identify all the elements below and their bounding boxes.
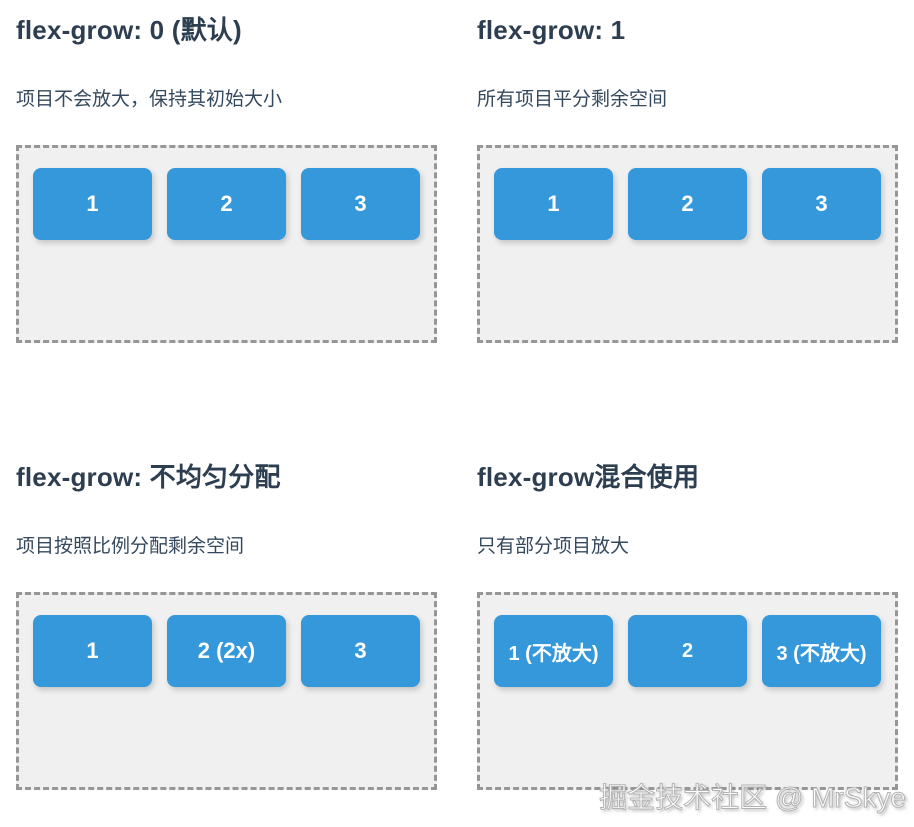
flex-demo-container: 1 (不放大) 2 3 (不放大) [477,592,898,790]
panel-title: flex-grow: 0 (默认) [16,15,242,45]
flex-item: 1 [494,168,613,240]
panel-flex-grow-1: flex-grow: 1 所有项目平分剩余空间 1 2 3 [477,13,898,343]
flex-item: 2 [628,168,747,240]
panel-flex-grow-mixed: flex-grow混合使用 只有部分项目放大 1 (不放大) 2 3 (不放大) [477,460,898,790]
panel-title: flex-grow混合使用 [477,462,700,492]
flex-demo-container: 1 2 (2x) 3 [16,592,437,790]
flex-item: 1 (不放大) [494,615,613,687]
panels-grid: flex-grow: 0 (默认) 项目不会放大，保持其初始大小 1 2 3 f… [16,13,898,790]
panel-subtitle: 只有部分项目放大 [477,536,630,557]
flex-demo-container: 1 2 3 [16,145,437,343]
flex-item: 3 [301,168,420,240]
flex-item: 2 (2x) [167,615,286,687]
flex-item: 3 [762,168,881,240]
panel-flex-grow-0: flex-grow: 0 (默认) 项目不会放大，保持其初始大小 1 2 3 [16,13,437,343]
flex-demo-container: 1 2 3 [477,145,898,343]
flex-item: 2 [628,615,747,687]
panel-subtitle: 项目按照比例分配剩余空间 [16,536,245,557]
flex-item: 3 [301,615,420,687]
flex-item: 2 [167,168,286,240]
panel-flex-grow-uneven: flex-grow: 不均匀分配 项目按照比例分配剩余空间 1 2 (2x) 3 [16,460,437,790]
flex-item: 3 (不放大) [762,615,881,687]
flex-item: 1 [33,168,152,240]
panel-title: flex-grow: 不均匀分配 [16,462,281,492]
panel-subtitle: 项目不会放大，保持其初始大小 [16,89,283,110]
panel-subtitle: 所有项目平分剩余空间 [477,89,668,110]
flex-item: 1 [33,615,152,687]
panel-title: flex-grow: 1 [477,15,626,45]
